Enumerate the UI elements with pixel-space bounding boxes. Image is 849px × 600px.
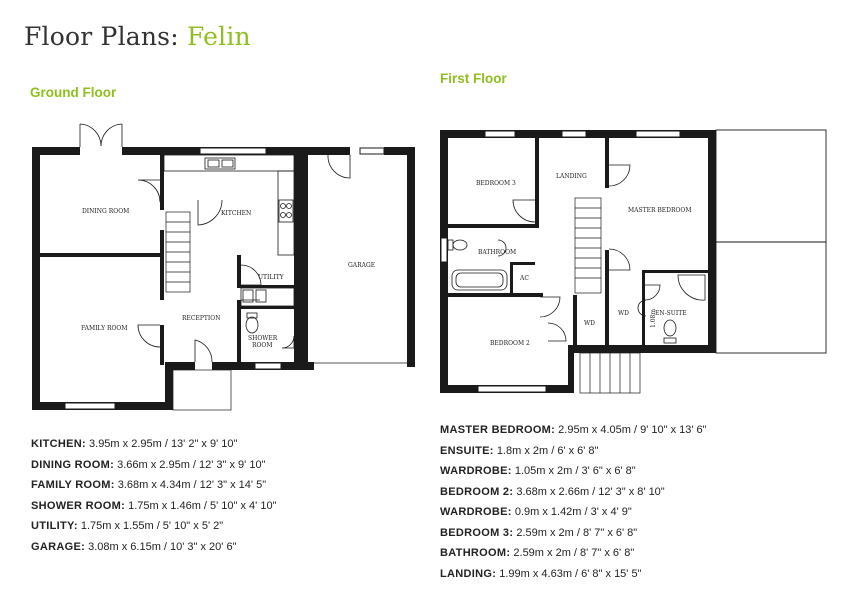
ground-floor-walls [32, 147, 415, 410]
label-bathroom: BATHROOM [478, 249, 516, 256]
page-title: Floor Plans: Felin [24, 22, 251, 51]
label-shower-room-1: SHOWER [248, 335, 278, 342]
label-master-bedroom: MASTER BEDROOM [628, 207, 692, 214]
label-bedroom-2: BEDROOM 2 [490, 340, 530, 347]
dimension-row: LANDING: 1.99m x 4.63m / 6' 8" x 15' 5" [440, 564, 707, 585]
room-name: LANDING: [440, 567, 497, 580]
label-wd-2: WD [618, 310, 629, 317]
room-name: ENSUITE: [440, 444, 494, 457]
label-utility: UTILITY [258, 274, 285, 281]
room-name: GARAGE: [31, 540, 86, 553]
porch [172, 369, 232, 411]
room-name: WARDROBE: [440, 506, 512, 518]
first-floor-heading: First Floor [440, 71, 507, 86]
label-dining-room: DINING ROOM [82, 208, 129, 215]
room-name: DINING ROOM: [31, 458, 115, 471]
dimension-row: MASTER BEDROOM: 2.95m x 4.05m / 9' 10" x… [440, 420, 707, 441]
room-dimension-value: 1.75m x 1.46m / 5' 10" x 4' 10" [128, 499, 277, 512]
dimension-row: UTILITY: 1.75m x 1.55m / 5' 10" x 5' 2" [31, 516, 276, 537]
room-name: WARDROBE: [440, 465, 512, 477]
room-dimension-value: 1.75m x 1.55m / 5' 10" x 5' 2" [80, 520, 224, 532]
label-landing: LANDING [556, 173, 587, 180]
first-floor-dimensions: MASTER BEDROOM: 2.95m x 4.05m / 9' 10" x… [440, 420, 707, 584]
room-dimension-value: 0.9m x 1.42m / 3' x 4' 9" [514, 506, 632, 518]
first-floor-stairs [574, 197, 641, 394]
first-floor-walls [440, 130, 716, 393]
room-dimension-value: 3.95m x 2.95m / 13' 2" x 9' 10" [89, 438, 238, 450]
dimension-row: BEDROOM 3: 2.59m x 2m / 8' 7" x 6' 8" [440, 523, 707, 544]
dimension-row: SHOWER ROOM: 1.75m x 1.46m / 5' 10" x 4'… [31, 496, 276, 517]
ground-floor-stairs [165, 211, 191, 293]
first-floor-windows [440, 130, 681, 393]
kitchen-fittings [163, 154, 295, 349]
dimension-row: FAMILY ROOM: 3.68m x 4.34m / 12' 3" x 14… [31, 475, 276, 496]
room-dimension-value: 2.59m x 2m / 8' 7" x 6' 8" [513, 547, 635, 559]
label-wd-1: WD [584, 320, 595, 327]
label-bedroom-3: BEDROOM 3 [476, 180, 516, 187]
label-shower-room-2: ROOM [252, 342, 273, 349]
dimension-row: KITCHEN: 3.95m x 2.95m / 13' 2" x 9' 10" [31, 434, 276, 455]
bathroom-fittings [447, 239, 706, 344]
room-name: BEDROOM 2: [440, 485, 514, 498]
label-measure: 1.08m [650, 309, 657, 328]
first-floor-plan: BEDROOM 3 LANDING MASTER BEDROOM BATHROO… [440, 129, 827, 394]
label-ac: AC [519, 275, 529, 282]
first-floor-doors [512, 164, 661, 342]
room-dimension-value: 3.08m x 6.15m / 10' 3" x 20' 6" [88, 540, 237, 553]
room-dimension-value: 1.05m x 2m / 3' 6" x 6' 8" [514, 465, 636, 477]
label-garage: GARAGE [348, 262, 375, 269]
room-name: SHOWER ROOM: [31, 499, 126, 512]
ground-floor-plan: DINING ROOM KITCHEN FAMILY ROOM RECEPTIO… [32, 123, 415, 411]
room-dimension-value: 2.95m x 4.05m / 9' 10" x 13' 6" [558, 424, 707, 436]
room-dimension-value: 1.8m x 2m / 6' x 6' 8" [496, 444, 599, 457]
room-name: BEDROOM 3: [440, 526, 514, 539]
room-dimension-value: 3.68m x 2.66m / 12' 3" x 8' 10" [516, 485, 665, 498]
room-dimension-value: 3.68m x 4.34m / 12' 3" x 14' 5" [117, 479, 267, 491]
french-doors [79, 123, 123, 147]
room-name: FAMILY ROOM: [31, 479, 115, 491]
title-name: Felin [186, 22, 251, 51]
room-name: KITCHEN: [31, 438, 86, 450]
dimension-row: BATHROOM: 2.59m x 2m / 8' 7" x 6' 8" [440, 543, 707, 564]
ground-floor-windows [64, 147, 385, 410]
room-name: BATHROOM: [440, 547, 511, 559]
ground-floor-dimensions: KITCHEN: 3.95m x 2.95m / 13' 2" x 9' 10"… [31, 434, 276, 557]
dimension-row: ENSUITE: 1.8m x 2m / 6' x 6' 8" [440, 441, 707, 462]
room-name: MASTER BEDROOM: [440, 424, 556, 436]
room-dimension-value: 1.99m x 4.63m / 6' 8" x 15' 5" [499, 567, 642, 580]
label-en-suite: EN-SUITE [655, 310, 687, 317]
room-name: UTILITY: [31, 520, 78, 532]
ground-floor-doors [137, 154, 351, 363]
room-dimension-value: 3.66m x 2.95m / 12' 3" x 9' 10" [117, 458, 266, 471]
label-kitchen: KITCHEN [221, 210, 251, 217]
dimension-row: WARDROBE: 1.05m x 2m / 3' 6" x 6' 8" [440, 461, 707, 482]
dimension-row: WARDROBE: 0.9m x 1.42m / 3' x 4' 9" [440, 502, 707, 523]
room-dimension-value: 2.59m x 2m / 8' 7" x 6' 8" [516, 526, 638, 539]
ground-floor-heading: Ground Floor [30, 85, 117, 100]
label-family-room: FAMILY ROOM [81, 325, 127, 332]
dimension-row: GARAGE: 3.08m x 6.15m / 10' 3" x 20' 6" [31, 537, 276, 558]
garage-roof-outline [715, 129, 827, 354]
label-reception: RECEPTION [182, 315, 220, 322]
title-prefix: Floor Plans: [24, 22, 179, 51]
dimension-row: BEDROOM 2: 3.68m x 2.66m / 12' 3" x 8' 1… [440, 482, 707, 503]
dimension-row: DINING ROOM: 3.66m x 2.95m / 12' 3" x 9'… [31, 455, 276, 476]
